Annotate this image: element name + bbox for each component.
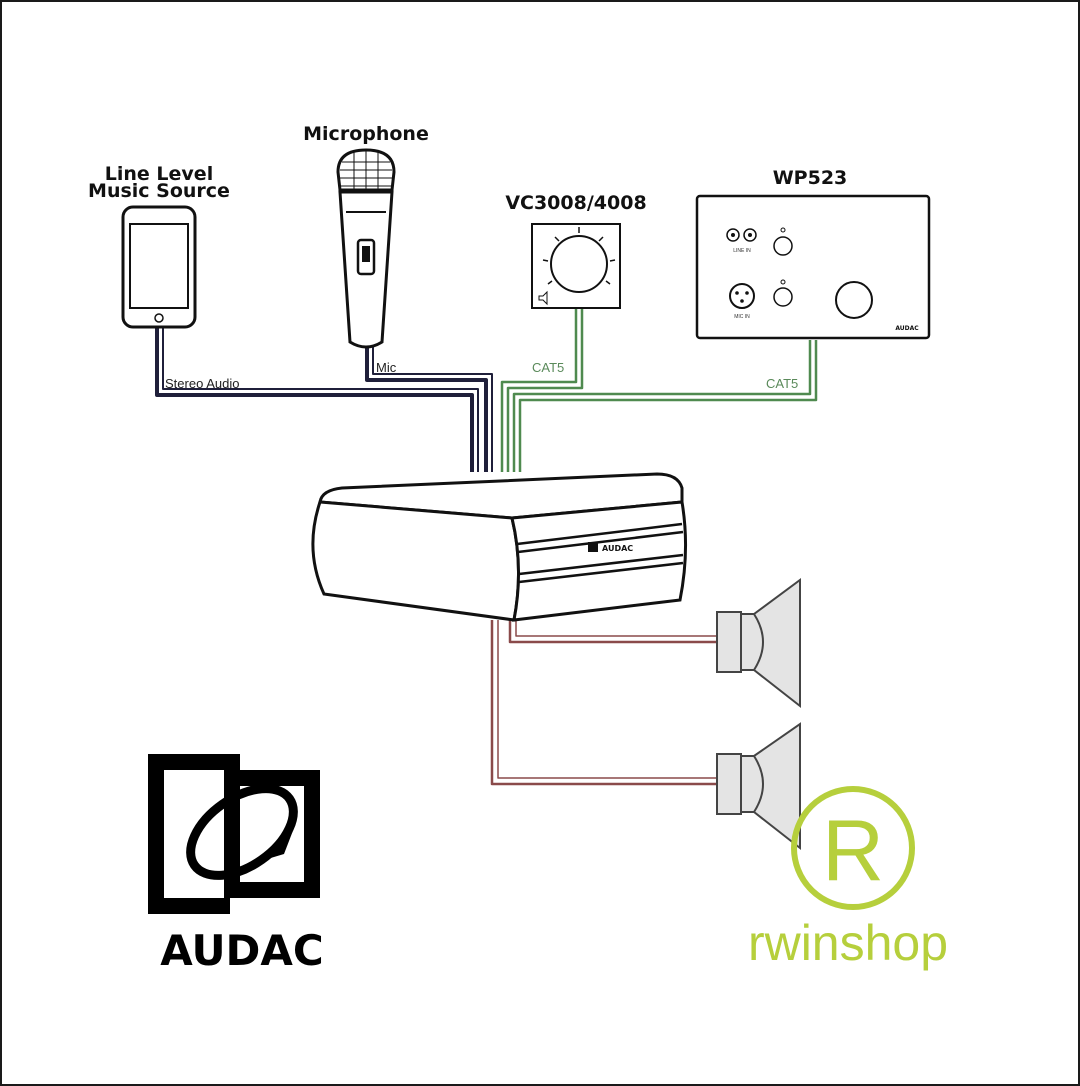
speaker-cable-2 [490, 620, 716, 786]
xlr-pin-1 [735, 291, 739, 295]
microphone-title: Microphone [303, 123, 429, 145]
rca-right-pin [748, 233, 752, 237]
wp523-mic-button-icon [773, 287, 793, 307]
line-level-source: Line Level Music Source [88, 163, 230, 329]
cat5-cable-wp-outer [518, 340, 818, 472]
speaker-2-magnet [716, 753, 742, 815]
wp523-plate [695, 194, 931, 340]
audac-logo-arrow-icon [264, 828, 294, 860]
registered-letter: R [822, 803, 884, 899]
mic-cable-inner [372, 347, 493, 472]
wp523-mic-in-label: MIC IN [734, 314, 750, 320]
wp523-line-button-icon [773, 236, 793, 256]
speaker-1-cone-line [753, 613, 764, 671]
amplifier-front [510, 500, 688, 622]
phone-screen [129, 223, 189, 309]
speaker-1-magnet [716, 611, 742, 673]
vc-scale-ticks [542, 227, 616, 285]
speaker-1 [716, 578, 801, 709]
speaker-2-cone-line [753, 755, 764, 813]
mic-cable-label: Mic [376, 360, 397, 375]
speaker-cable-1b [515, 620, 716, 637]
cables [155, 307, 818, 786]
phone-home-button-icon [154, 313, 164, 323]
xlr-pin-2 [745, 291, 749, 295]
wp523-wall-panel: WP523 LINE IN MIC IN AUDAC [695, 167, 931, 340]
stereo-audio-cable [155, 327, 474, 472]
wp523-title: WP523 [773, 167, 848, 189]
xlr-pin-3 [740, 299, 744, 303]
cat5-cable-vc-outer [506, 307, 584, 472]
vc-volume-control: VC3008/4008 [505, 192, 647, 309]
line-level-title-2: Music Source [88, 180, 230, 202]
wp523-line-led-icon [780, 227, 786, 233]
cat5-cable-wp [512, 340, 812, 472]
speaker-mute-icon [538, 290, 548, 306]
microphone-mesh [340, 150, 392, 190]
wp523-brand: AUDAC [895, 325, 919, 332]
speaker-2-cone-icon [740, 722, 801, 851]
speaker-2 [716, 722, 801, 851]
speaker-1-cone-icon [740, 578, 801, 709]
stereo-audio-label: Stereo Audio [165, 376, 239, 391]
speaker-cable-2b [497, 620, 716, 779]
amplifier-logo-icon [588, 542, 598, 552]
rwinshop-text: rwinshop [748, 915, 948, 971]
amplifier: AUDAC [311, 472, 688, 622]
rca-left-pin [731, 233, 735, 237]
microphone: Microphone [303, 123, 429, 349]
vc-knob-icon [550, 235, 608, 293]
wp523-mic-led-icon [780, 279, 786, 285]
wp523-line-in-label: LINE IN [733, 248, 751, 254]
vc-title: VC3008/4008 [505, 192, 646, 214]
amplifier-brand: AUDAC [602, 544, 633, 553]
audac-logo-window-right [240, 786, 304, 882]
wp523-volume-knob-icon [835, 281, 873, 319]
cat5-wp-label: CAT5 [766, 376, 798, 391]
amplifier-top [318, 472, 684, 520]
audac-logo-text: AUDAC [160, 926, 324, 975]
cat5-cable-vc [500, 307, 578, 472]
xlr-input-icon [729, 283, 755, 309]
mic-cable [365, 347, 488, 472]
amplifier-side [311, 500, 521, 622]
amplifier-grooves [516, 522, 684, 584]
audac-logo-swirl [186, 784, 298, 880]
cat5-vc-label: CAT5 [532, 360, 564, 375]
rwinshop-watermark: R rwinshop [748, 786, 948, 971]
speaker-cable-1 [508, 620, 716, 644]
stereo-audio-cable-inner [162, 327, 479, 472]
microphone-switch-knob [362, 246, 370, 262]
audac-logo: AUDAC [148, 754, 324, 975]
line-level-title-1: Line Level [105, 163, 213, 185]
registered-circle-icon [791, 786, 915, 910]
